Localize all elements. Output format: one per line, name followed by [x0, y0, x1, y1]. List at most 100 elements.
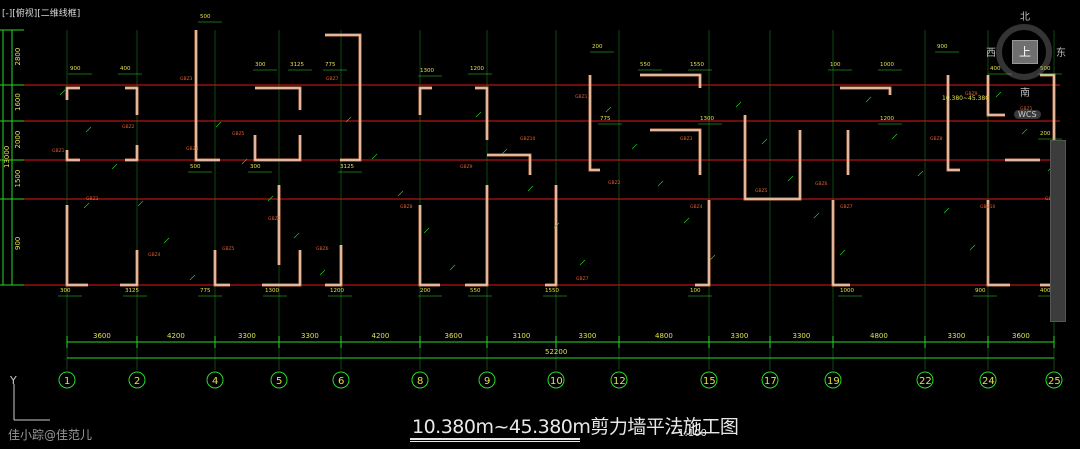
- shear-wall: [987, 75, 1005, 116]
- axis-bubble: [478, 371, 496, 389]
- leader-tick: [605, 106, 612, 113]
- wall-tag: GBZ3: [180, 76, 193, 82]
- axis-bubble-label: 9: [484, 376, 490, 387]
- leader-tick: [111, 163, 118, 170]
- axis-bubble-label: 25: [1048, 376, 1061, 387]
- dimension-text: 100: [830, 62, 841, 68]
- shear-wall: [213, 250, 230, 287]
- shear-wall: [120, 250, 138, 286]
- wall-tag: GBZ9: [965, 91, 978, 97]
- leader-tick: [83, 202, 90, 209]
- dimension-text: 3125: [340, 164, 354, 170]
- dimension-text: 400: [990, 66, 1001, 72]
- dimension-text: 500: [190, 164, 201, 170]
- viewcube-ring[interactable]: [996, 24, 1052, 80]
- shear-wall: [325, 33, 362, 162]
- wall-tag: GBZ8: [930, 136, 943, 142]
- dimension-text: 1200: [880, 116, 894, 122]
- axis-bubble-label: 24: [982, 376, 995, 387]
- dimension-text: 775: [600, 116, 611, 122]
- wall-tag: GBZ4: [186, 146, 199, 152]
- left-dimension-text: 1500: [14, 170, 22, 188]
- shear-wall: [120, 250, 139, 287]
- shear-wall: [325, 245, 342, 286]
- axis-bubble: [206, 371, 224, 389]
- shear-wall: [254, 135, 301, 161]
- shear-wall: [465, 185, 489, 287]
- shear-wall: [695, 200, 711, 287]
- compass-north: 北: [1020, 12, 1030, 23]
- leader-tick: [761, 138, 768, 145]
- wall-tag: GBZ6: [268, 216, 281, 222]
- shear-wall: [840, 87, 891, 95]
- leader-tick: [1021, 128, 1028, 135]
- dimension-text: 1300: [700, 116, 714, 122]
- shear-wall: [640, 73, 702, 88]
- shear-wall: [125, 87, 138, 115]
- bottom-dimension-text: 3600: [1012, 332, 1030, 340]
- wall-tag: GBZ1: [52, 148, 65, 154]
- axis-bubble-label: 5: [276, 376, 282, 387]
- dimension-text: 550: [640, 62, 651, 68]
- shear-wall: [832, 200, 850, 286]
- axis-bubble-label: 12: [613, 376, 626, 387]
- shear-wall: [214, 250, 230, 286]
- shear-wall: [650, 129, 701, 175]
- axis-bubble-label: 1: [64, 376, 70, 387]
- wall-tag: GBZ2: [608, 180, 621, 186]
- viewcube[interactable]: 北 西 东 南 上 WCS: [984, 8, 1080, 119]
- leader-tick: [735, 101, 742, 108]
- shear-wall: [588, 75, 600, 172]
- shear-wall: [125, 145, 138, 161]
- dimension-text: 1550: [545, 288, 559, 294]
- viewcube-top-face[interactable]: 上: [1012, 40, 1038, 64]
- dimension-text: 400: [1040, 288, 1051, 294]
- watermark: 佳小踪@佳范儿: [8, 428, 93, 442]
- shear-wall: [255, 86, 302, 110]
- axis-bubble: [761, 371, 779, 389]
- axis-bubble-label: 22: [919, 376, 932, 387]
- shear-wall: [418, 205, 440, 287]
- shear-wall: [419, 87, 432, 115]
- wall-tag: GBZ8: [400, 204, 413, 210]
- leader-tick: [293, 232, 300, 239]
- shear-wall: [125, 86, 139, 115]
- shear-wall: [640, 74, 701, 88]
- navigation-bar[interactable]: [1050, 140, 1066, 322]
- left-total-dimension-text: 13000: [3, 146, 11, 168]
- leader-tick: [59, 89, 66, 96]
- title-underline-thin: [410, 441, 580, 442]
- axis-bubble: [270, 371, 288, 389]
- bottom-dimension-text: 4800: [655, 332, 673, 340]
- axis-bubble: [332, 371, 350, 389]
- leader-tick: [969, 244, 976, 251]
- left-dimension-text: 4200: [20, 0, 38, 2]
- shear-wall: [987, 200, 1010, 286]
- leader-tick: [423, 227, 430, 234]
- bottom-dimension-text: 3300: [793, 332, 811, 340]
- leader-tick: [657, 180, 664, 187]
- shear-wall: [194, 30, 220, 162]
- left-dimension-text: 2800: [14, 48, 22, 66]
- axis-bubble-label: 8: [417, 376, 423, 387]
- shear-wall: [65, 150, 80, 162]
- axis-bubble: [547, 371, 565, 389]
- axis-bubble: [700, 371, 718, 389]
- shear-wall: [986, 200, 1010, 287]
- dimension-text: 500: [200, 14, 211, 20]
- wcs-menu-button[interactable]: WCS: [1014, 110, 1041, 119]
- dimension-text: 200: [420, 288, 431, 294]
- axis-bubble: [1045, 371, 1063, 389]
- dimension-text: 3125: [125, 288, 139, 294]
- dimension-text: 1000: [840, 288, 854, 294]
- dimension-text: 550: [470, 288, 481, 294]
- dimension-text: 100: [690, 288, 701, 294]
- left-dimension-text: 1600: [14, 93, 22, 111]
- axis-bubble: [411, 371, 429, 389]
- shear-wall: [840, 86, 892, 95]
- bottom-dimension-text: 3600: [445, 332, 463, 340]
- shear-wall: [946, 75, 960, 172]
- shear-wall: [487, 153, 532, 175]
- viewport-control-label[interactable]: [-][俯视][二维线框]: [2, 9, 81, 19]
